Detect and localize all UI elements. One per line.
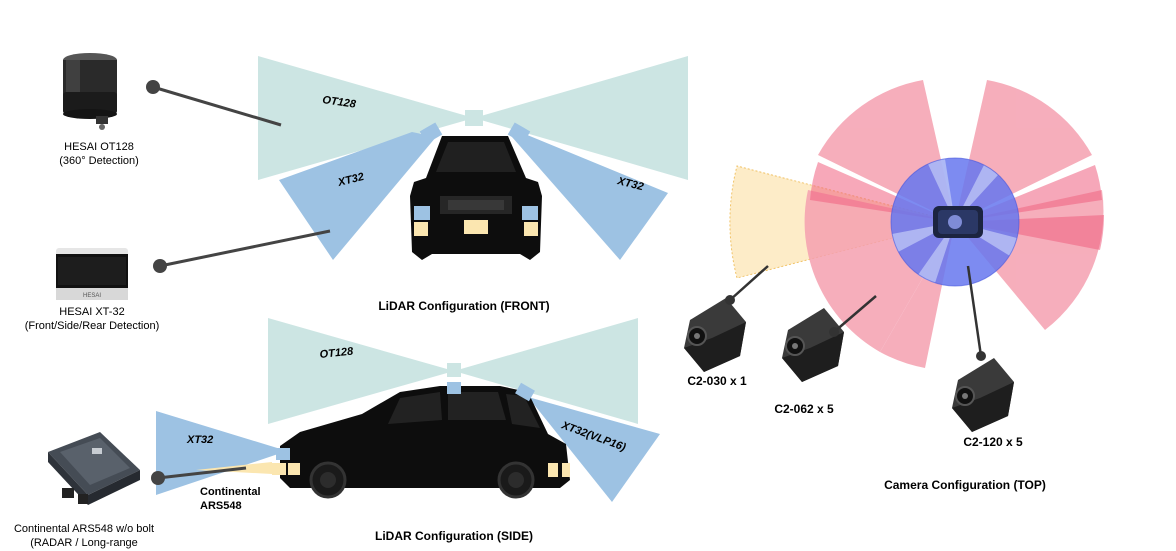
side-ot128-label: OT128 [319,345,355,361]
side-radar-label-line1: Continental [200,486,261,498]
front-view: OT128 XT32 XT32 LiDAR Configuration (FRO… [258,56,688,313]
radar-name: Continental ARS548 w/o bolt [14,523,154,535]
side-ot128-mount [447,363,461,377]
front-ot128-label: OT128 [322,94,358,111]
side-xt32-rear-fov [156,411,287,495]
ot128-leader-line [152,85,282,127]
radar-device-image [48,432,140,505]
ot128-name: HESAI OT128 [64,141,134,153]
car-side [272,382,570,499]
top-view: C2-030 x 1 C2-062 x 5 C2-120 x 5 Camera … [684,80,1105,492]
side-xt32-front-fov [528,397,660,502]
ot128-device-image [63,53,117,130]
radar-note: (RADAR / Long-range [30,537,138,549]
ot128-leader-dot [146,80,160,94]
xt32-fov-left [279,132,436,260]
side-xt32-rear-label: XT32 [186,434,213,446]
xt32-note: (Front/Side/Rear Detection) [25,320,160,332]
camera-label-c2-062: C2-062 x 5 [774,402,834,416]
xt32-name: HESAI XT-32 [59,306,124,318]
xt32-sensor-right [507,122,531,144]
xt32-leader-line [159,229,331,268]
car-front [410,136,542,260]
side-ot128-fov-right [454,318,638,424]
camera-device-c2-062 [782,308,844,382]
camera-device-c2-120 [952,358,1014,432]
xt32-device-image: HESAI [56,248,128,300]
svg-text:HESAI: HESAI [83,293,101,299]
ot128-fov-right [474,56,688,180]
ot128-note: (360° Detection) [59,155,139,167]
camera-device-c2-030 [684,298,746,372]
top-view-caption: Camera Configuration (TOP) [884,478,1046,492]
radar-leader-dot [151,471,165,485]
camera-label-c2-120: C2-120 x 5 [963,435,1023,449]
xt32-leader-dot [153,259,167,273]
side-view: OT128 XT32 XT32(VLP16) Continental ARS54… [156,318,660,543]
ot128-sensor-mount [465,110,483,126]
side-ot128-fov-left [268,318,454,424]
camera-label-c2-030: C2-030 x 1 [687,374,747,388]
xt32-fov-right [512,132,668,260]
vehicle-roof-sensor [948,215,962,229]
side-radar-label-line2: ARS548 [200,500,242,512]
ot128-fov-left [258,56,474,180]
xt32-sensor-left [419,122,443,144]
front-view-caption: LiDAR Configuration (FRONT) [378,299,549,313]
radar-leader-line [157,466,247,480]
side-view-caption: LiDAR Configuration (SIDE) [375,529,533,543]
